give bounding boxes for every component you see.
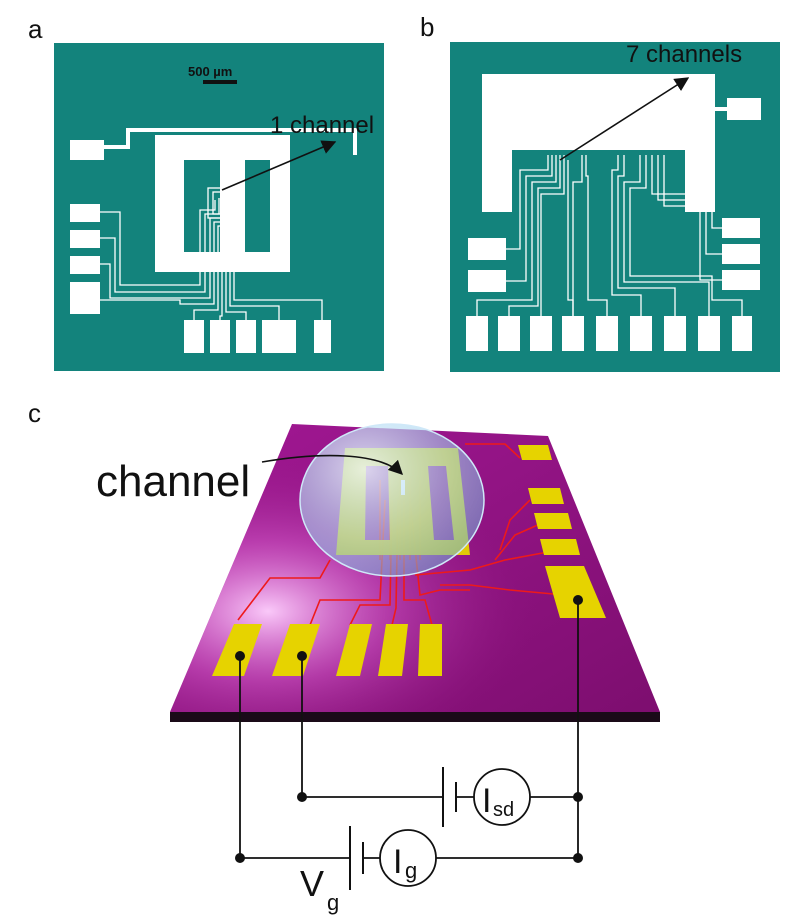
b-wires [476,155,743,316]
pad-top-right [518,445,552,460]
panel-a-letter: a [28,14,43,44]
circuit [239,600,579,859]
b-pad-bottom-6 [630,316,652,351]
a-pad-top-left [70,140,104,160]
ammeter-icon: I g [379,829,437,887]
battery-icon [349,826,364,890]
node-dots [235,595,583,863]
b-pad-left-1 [468,238,506,260]
node-dot-icon [235,853,245,863]
a-pad-bottom-1 [184,320,204,353]
b-frame [482,74,715,212]
panel-c-channel-label: channel [96,457,250,506]
a-pad-left-1 [70,204,100,222]
pad-right-3 [540,539,580,555]
yellow-pads [212,445,606,676]
meter-ig-main: I [393,843,402,881]
node-dot-icon [297,651,307,661]
meter-isd-sub: sd [493,799,514,821]
panel-b: b [420,12,780,372]
pad-bottom-1 [212,624,262,676]
arrow-icon [559,77,690,161]
arrow-icon [261,454,404,476]
panel-c: c [28,398,660,915]
node-dot-icon [573,595,583,605]
a-pad-left-2 [70,230,100,248]
a-pad-bottom-4 [262,320,296,353]
b-pad-bottom-2 [498,316,520,351]
pad-right-1 [528,488,564,504]
node-dot-icon [235,651,245,661]
source-vg-sub: g [327,890,339,915]
a-pad-bottom-3 [236,320,256,353]
panel-a: a [28,14,384,371]
node-dot-icon [573,853,583,863]
b-pad-right-2 [722,244,760,264]
ammeter-icon: I sd [473,768,531,826]
a-pad-bottom-2 [210,320,230,353]
b-pad-bottom-3 [530,316,552,351]
panel-c-letter: c [28,398,41,428]
pad-right-2 [534,513,572,529]
b-pad-right-3 [722,270,760,290]
b-pad-bottom-1 [466,316,488,351]
a-wires [100,187,323,320]
b-pad-right-1 [722,218,760,238]
pad-bottom-2 [272,624,320,676]
scale-bar [203,80,237,84]
node-dot-icon [297,792,307,802]
b-pad-bottom-8 [698,316,720,351]
pad-bottom-3 [336,624,372,676]
a-pad-bottom-5 [314,320,331,353]
pad-bottom-4 [378,624,408,676]
panel-b-letter: b [420,12,434,42]
meter-isd-main: I [482,782,491,820]
pad-bottom-5 [418,624,442,676]
b-pad-bottom-4 [562,316,584,351]
panel-b-contacts [466,74,761,351]
a-pad-left-4 [70,282,100,314]
source-vg-main: V [300,863,324,904]
pad-right-4 [545,566,606,618]
b-pad-bottom-5 [596,316,618,351]
a-pad-left-3 [70,256,100,274]
substrate-side [170,712,660,722]
b-pad-bottom-7 [664,316,686,351]
panel-a-channel-label: 1 channel [270,112,374,139]
b-pad-left-2 [468,270,506,292]
meter-ig-sub: g [405,858,417,883]
node-dot-icon [573,792,583,802]
droplet-dome [299,423,485,577]
scale-bar-label: 500 µm [188,64,232,79]
b-pad-right-top [727,98,761,120]
b-pad-bottom-9 [732,316,752,351]
battery-icon [442,767,457,827]
panel-b-channel-label: 7 channels [626,41,742,68]
arrow-icon [221,140,337,191]
